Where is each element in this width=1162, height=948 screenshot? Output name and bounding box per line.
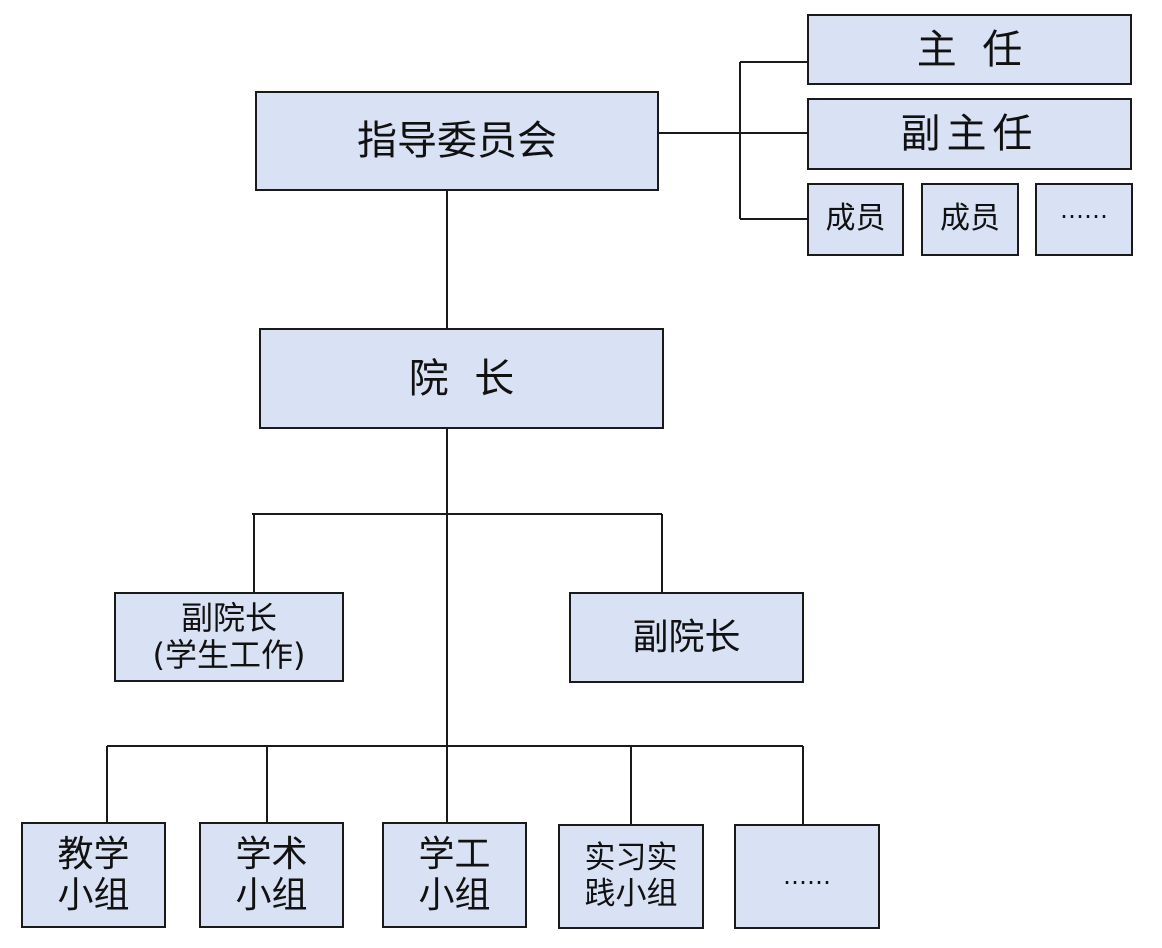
group-box-3: 学工 小组 (382, 822, 527, 928)
group-box-more: …… (734, 824, 880, 929)
committee-label: 指导委员会 (357, 118, 557, 164)
group-box-4: 实习实 践小组 (558, 824, 704, 929)
group-label-2: 学术 小组 (235, 833, 308, 916)
deputy-director-box: 副主任 (807, 98, 1132, 170)
group-label-4: 实习实 践小组 (584, 839, 678, 912)
committee-box: 指导委员会 (255, 91, 659, 191)
member-label-2: 成员 (940, 201, 1000, 237)
member-box-1: 成员 (807, 183, 904, 256)
director-box: 主 任 (807, 14, 1132, 85)
deputy-director-label: 副主任 (900, 111, 1039, 157)
group-label-3: 学工 小组 (418, 833, 491, 916)
group-box-2: 学术 小组 (199, 822, 344, 928)
vice-dean-box: 副院长 (569, 592, 804, 683)
dean-box: 院 长 (259, 328, 664, 429)
group-label-more: …… (783, 861, 831, 890)
vice-dean-student-box: 副院长 (学生工作) (114, 592, 344, 682)
member-box-2: 成员 (921, 183, 1019, 256)
director-label: 主 任 (916, 26, 1023, 73)
member-label-more: …… (1060, 196, 1108, 224)
vice-dean-student-label: 副院长 (学生工作) (152, 599, 306, 674)
group-box-1: 教学 小组 (21, 822, 166, 928)
group-label-1: 教学 小组 (57, 833, 130, 916)
member-box-more: …… (1035, 183, 1133, 256)
dean-label: 院 长 (408, 355, 515, 402)
member-label-1: 成员 (825, 201, 886, 237)
vice-dean-label: 副院长 (632, 616, 741, 658)
